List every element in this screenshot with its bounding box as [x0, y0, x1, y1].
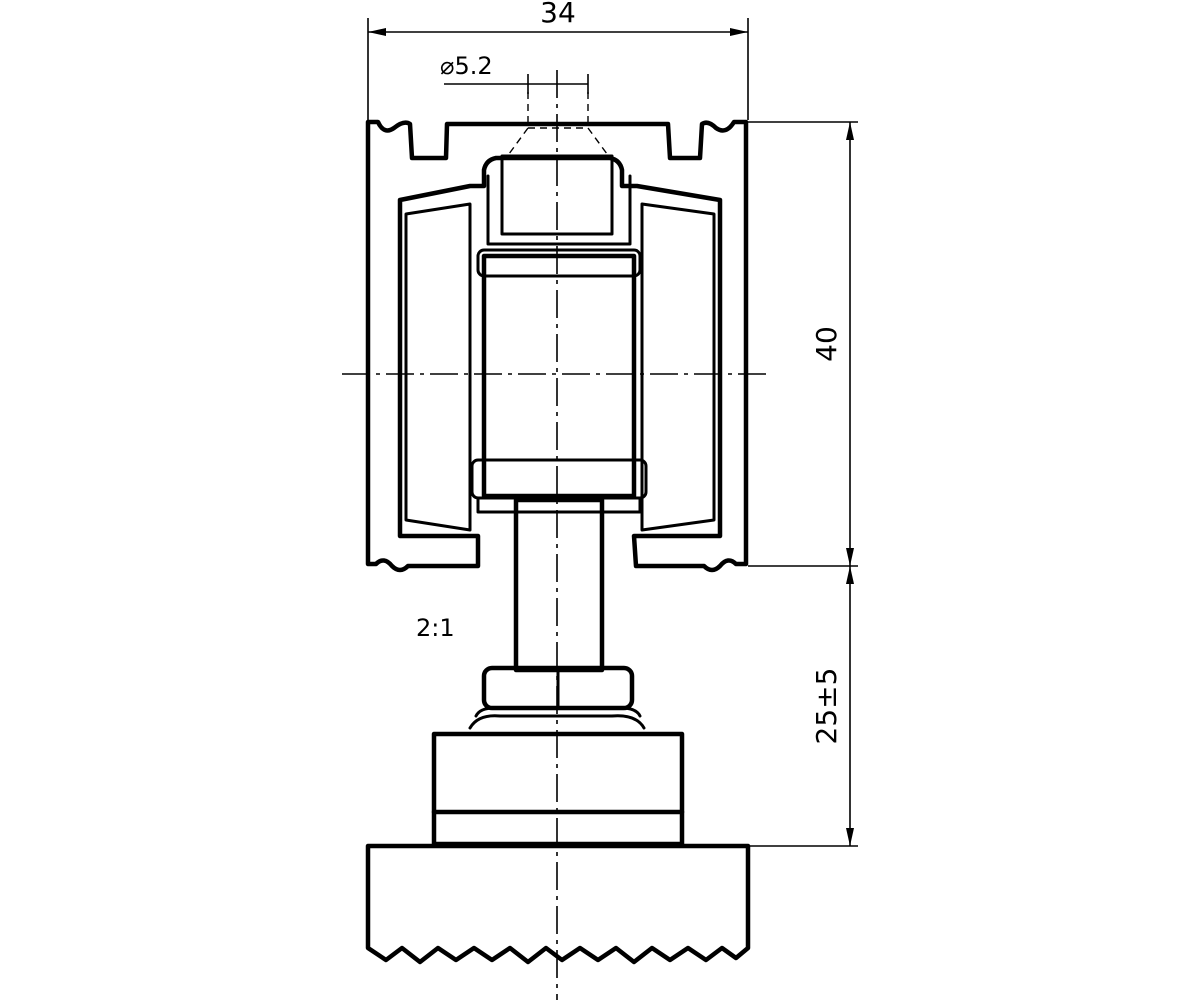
dimension-hole-label: ⌀5.2 — [440, 52, 493, 80]
dimension-width: 34 — [367, 0, 749, 120]
dimension-rail-height: 40 — [748, 121, 858, 567]
rail-profile — [365, 119, 749, 573]
hex-nuts — [468, 665, 646, 730]
threaded-stem — [513, 497, 605, 673]
dimension-hole: ⌀5.2 — [440, 52, 589, 94]
center-lines — [342, 70, 772, 1000]
trolley-body — [470, 154, 648, 514]
mounting-plate — [431, 731, 685, 847]
dimension-rail-height-label: 40 — [810, 326, 843, 362]
scale-label: 2:1 — [416, 614, 455, 642]
hidden-lines — [505, 92, 611, 159]
dimension-width-label: 34 — [540, 0, 576, 29]
dimension-adjust-label: 25±5 — [810, 668, 843, 745]
door-panel — [365, 843, 751, 965]
dimension-adjust: 25±5 — [748, 566, 858, 847]
